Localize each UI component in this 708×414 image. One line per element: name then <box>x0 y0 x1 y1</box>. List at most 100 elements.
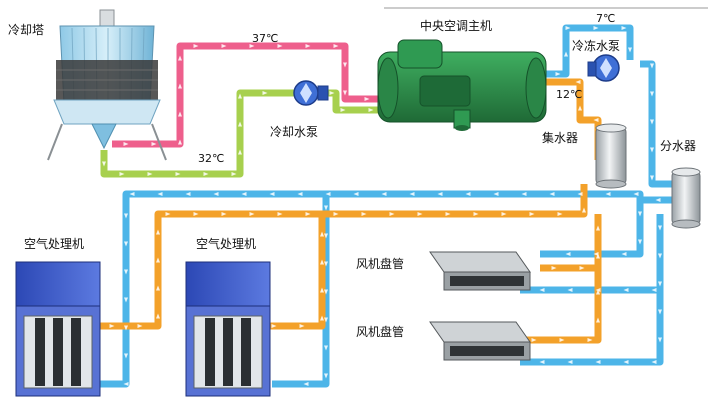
flow-arrow <box>628 47 632 53</box>
flow-arrow <box>623 288 629 292</box>
flow-arrow <box>409 192 415 196</box>
flow-arrow <box>493 192 499 196</box>
flow-arrow <box>277 44 283 48</box>
flow-arrow <box>324 317 328 323</box>
flow-arrow <box>156 257 160 263</box>
flow-arrow <box>102 161 106 167</box>
flow-arrow <box>638 211 642 217</box>
cooling-tower-label: 冷却塔 <box>8 23 44 37</box>
flow-arrow <box>353 192 359 196</box>
flow-arrow <box>578 105 582 111</box>
flow-arrow <box>437 192 443 196</box>
flow-arrow <box>651 360 657 364</box>
flow-arrow <box>621 26 627 30</box>
flow-arrow <box>361 212 367 216</box>
flow-arrow <box>557 212 563 216</box>
cooling-water-pump <box>293 80 329 106</box>
flow-arrow <box>324 261 328 267</box>
chilled-water-pump <box>587 54 620 82</box>
flow-arrow <box>249 212 255 216</box>
flow-arrow <box>551 266 557 270</box>
flow-arrow <box>193 44 199 48</box>
flow-arrow <box>521 192 527 196</box>
chilled-pipe-to-distributor <box>640 60 672 188</box>
chilled-pump-label: 冷冻水泵 <box>572 38 620 53</box>
flow-arrow <box>539 288 545 292</box>
fan-coil-unit-2 <box>429 321 531 361</box>
flow-arrow <box>129 192 135 196</box>
flow-arrow <box>564 51 568 57</box>
flow-arrow <box>193 212 199 216</box>
flow-arrow <box>364 97 370 101</box>
flow-arrow <box>650 91 654 97</box>
flow-arrow <box>623 360 629 364</box>
flow-arrow <box>238 93 242 99</box>
flow-arrow <box>241 192 247 196</box>
flow-arrow <box>324 289 328 295</box>
flow-arrow <box>324 373 328 379</box>
air-handling-unit-2 <box>185 261 271 397</box>
flow-arrow <box>605 192 611 196</box>
flow-arrow <box>119 172 125 176</box>
flow-arrow <box>340 108 346 112</box>
flow-arrow <box>473 212 479 216</box>
flow-arrow <box>638 239 642 245</box>
flow-arrow <box>124 269 128 275</box>
flow-arrow <box>213 192 219 196</box>
flow-arrow <box>593 252 599 256</box>
flow-arrow <box>305 44 311 48</box>
flow-arrow <box>445 212 451 216</box>
flow-arrow <box>324 345 328 351</box>
flow-arrow <box>531 338 537 342</box>
flow-arrow <box>165 212 171 216</box>
flow-arrow <box>320 315 324 321</box>
flow-arrow <box>178 55 182 61</box>
flow-arrow <box>124 297 128 303</box>
chiller-unit <box>377 39 547 131</box>
flow-arrow <box>156 285 160 291</box>
flow-arrow <box>577 192 583 196</box>
ahu-1-label: 空气处理机 <box>24 236 84 251</box>
flow-arrow <box>658 225 662 231</box>
flow-arrow <box>277 212 283 216</box>
flow-arrow <box>238 149 242 155</box>
flow-arrow <box>343 90 347 96</box>
flow-arrow <box>123 382 129 386</box>
flow-arrow <box>124 325 128 331</box>
flow-arrow <box>203 172 209 176</box>
flow-arrow <box>596 225 600 231</box>
flow-arrow <box>178 111 182 117</box>
flow-arrow <box>596 253 600 259</box>
chilled-return-ahu2 <box>260 214 326 330</box>
flow-arrows <box>102 26 662 386</box>
cooling-tower <box>47 9 167 161</box>
flow-arrow <box>417 212 423 216</box>
flow-arrow <box>320 259 324 265</box>
cooling-supply-pipe <box>112 42 382 148</box>
flow-arrow <box>175 172 181 176</box>
flow-arrow <box>297 192 303 196</box>
flow-arrow <box>650 147 654 153</box>
flow-arrow <box>303 382 309 386</box>
flow-arrow <box>651 288 657 292</box>
flow-arrow <box>596 317 600 323</box>
flow-arrow <box>582 207 586 213</box>
flow-arrow <box>231 172 237 176</box>
flow-arrow <box>178 139 182 145</box>
flow-arrow <box>221 212 227 216</box>
flow-arrow <box>658 309 662 315</box>
flow-arrow <box>325 192 331 196</box>
flow-arrow <box>137 324 143 328</box>
flow-arrow <box>269 192 275 196</box>
flow-arrow <box>329 91 335 95</box>
flow-arrow <box>333 44 339 48</box>
chilled-return-fcu <box>520 214 602 344</box>
flow-arrow <box>185 192 191 196</box>
flow-arrow <box>324 233 328 239</box>
flow-arrow <box>156 229 160 235</box>
fcu-2-label: 风机盘管 <box>356 324 404 339</box>
collector-label: 集水器 <box>542 130 578 145</box>
flow-arrow <box>596 289 600 295</box>
temp-cooling-return: 32℃ <box>198 152 224 165</box>
